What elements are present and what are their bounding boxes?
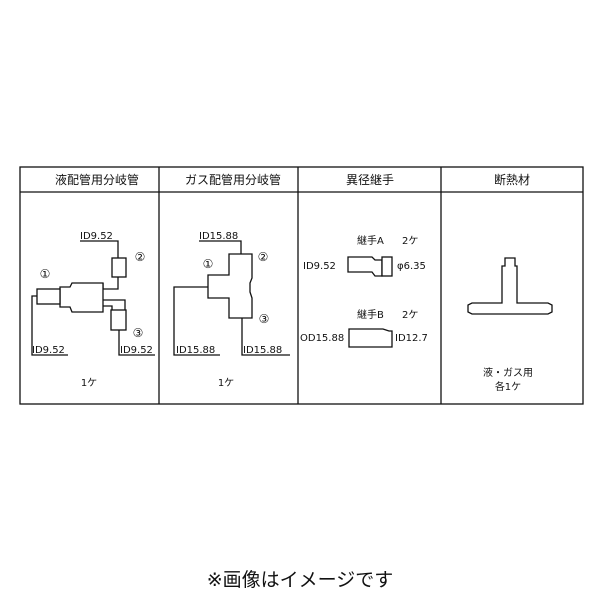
fitting-a-shape	[347, 256, 383, 277]
label-bottom-left: ID9.52	[32, 345, 65, 356]
fitting-a-qty: 2ケ	[402, 235, 418, 247]
fitting-a-left: ID9.52	[303, 261, 336, 272]
fitting-a-right: φ6.35	[397, 261, 426, 272]
branch-port-3	[110, 309, 127, 331]
port-number-2: ②	[135, 250, 146, 264]
insulation-drawing: 液・ガス用 各1ケ	[467, 257, 553, 393]
label-bottom-left: ID15.88	[176, 345, 215, 356]
header-gas-branch: ガス配管用分岐管	[185, 172, 281, 187]
fitting-a-name: 継手A	[357, 234, 384, 247]
gas-tee-body	[207, 253, 253, 319]
branch-body	[59, 282, 104, 313]
insulation-note: 液・ガス用	[483, 366, 533, 379]
header-reducer: 異径継手	[346, 172, 394, 187]
image-disclaimer: ※画像はイメージです	[207, 569, 394, 591]
liquid-branch-drawing: ID9.52 ② ① ③ ID9.52 ID9.52 1ケ	[31, 231, 155, 389]
port-number-1: ①	[40, 267, 51, 281]
reducer-drawing: 継手A 2ケ ID9.52 φ6.35 継手B 2ケ OD15.88 ID12.…	[300, 234, 428, 348]
label-bottom-right: ID9.52	[120, 345, 153, 356]
branch-port-2	[111, 257, 127, 278]
insulation-tee-shape	[467, 257, 553, 315]
parts-table: 液配管用分岐管 ガス配管用分岐管 異径継手 断熱材	[19, 166, 584, 405]
port-number-3: ③	[259, 312, 270, 326]
table-border	[19, 166, 584, 405]
fitting-b-qty: 2ケ	[402, 309, 418, 321]
fitting-b-shape	[348, 328, 393, 348]
quantity: 1ケ	[81, 377, 97, 389]
label-top: ID15.88	[199, 231, 238, 242]
header-insulation: 断熱材	[494, 172, 530, 187]
port-number-2: ②	[258, 250, 269, 264]
header-liquid-branch: 液配管用分岐管	[55, 172, 139, 187]
fitting-b-left: OD15.88	[300, 333, 344, 344]
insulation-quantity: 各1ケ	[495, 380, 521, 393]
port-number-3: ③	[133, 326, 144, 340]
fitting-b-name: 継手B	[357, 308, 384, 321]
port-number-1: ①	[203, 257, 214, 271]
label-bottom-right: ID15.88	[243, 345, 282, 356]
branch-port-1	[36, 288, 61, 305]
gas-branch-drawing: ID15.88 ① ② ③ ID15.88 ID15.88 1ケ	[173, 231, 290, 389]
quantity: 1ケ	[218, 377, 234, 389]
fitting-b-right: ID12.7	[395, 333, 428, 344]
label-top: ID9.52	[80, 231, 113, 242]
